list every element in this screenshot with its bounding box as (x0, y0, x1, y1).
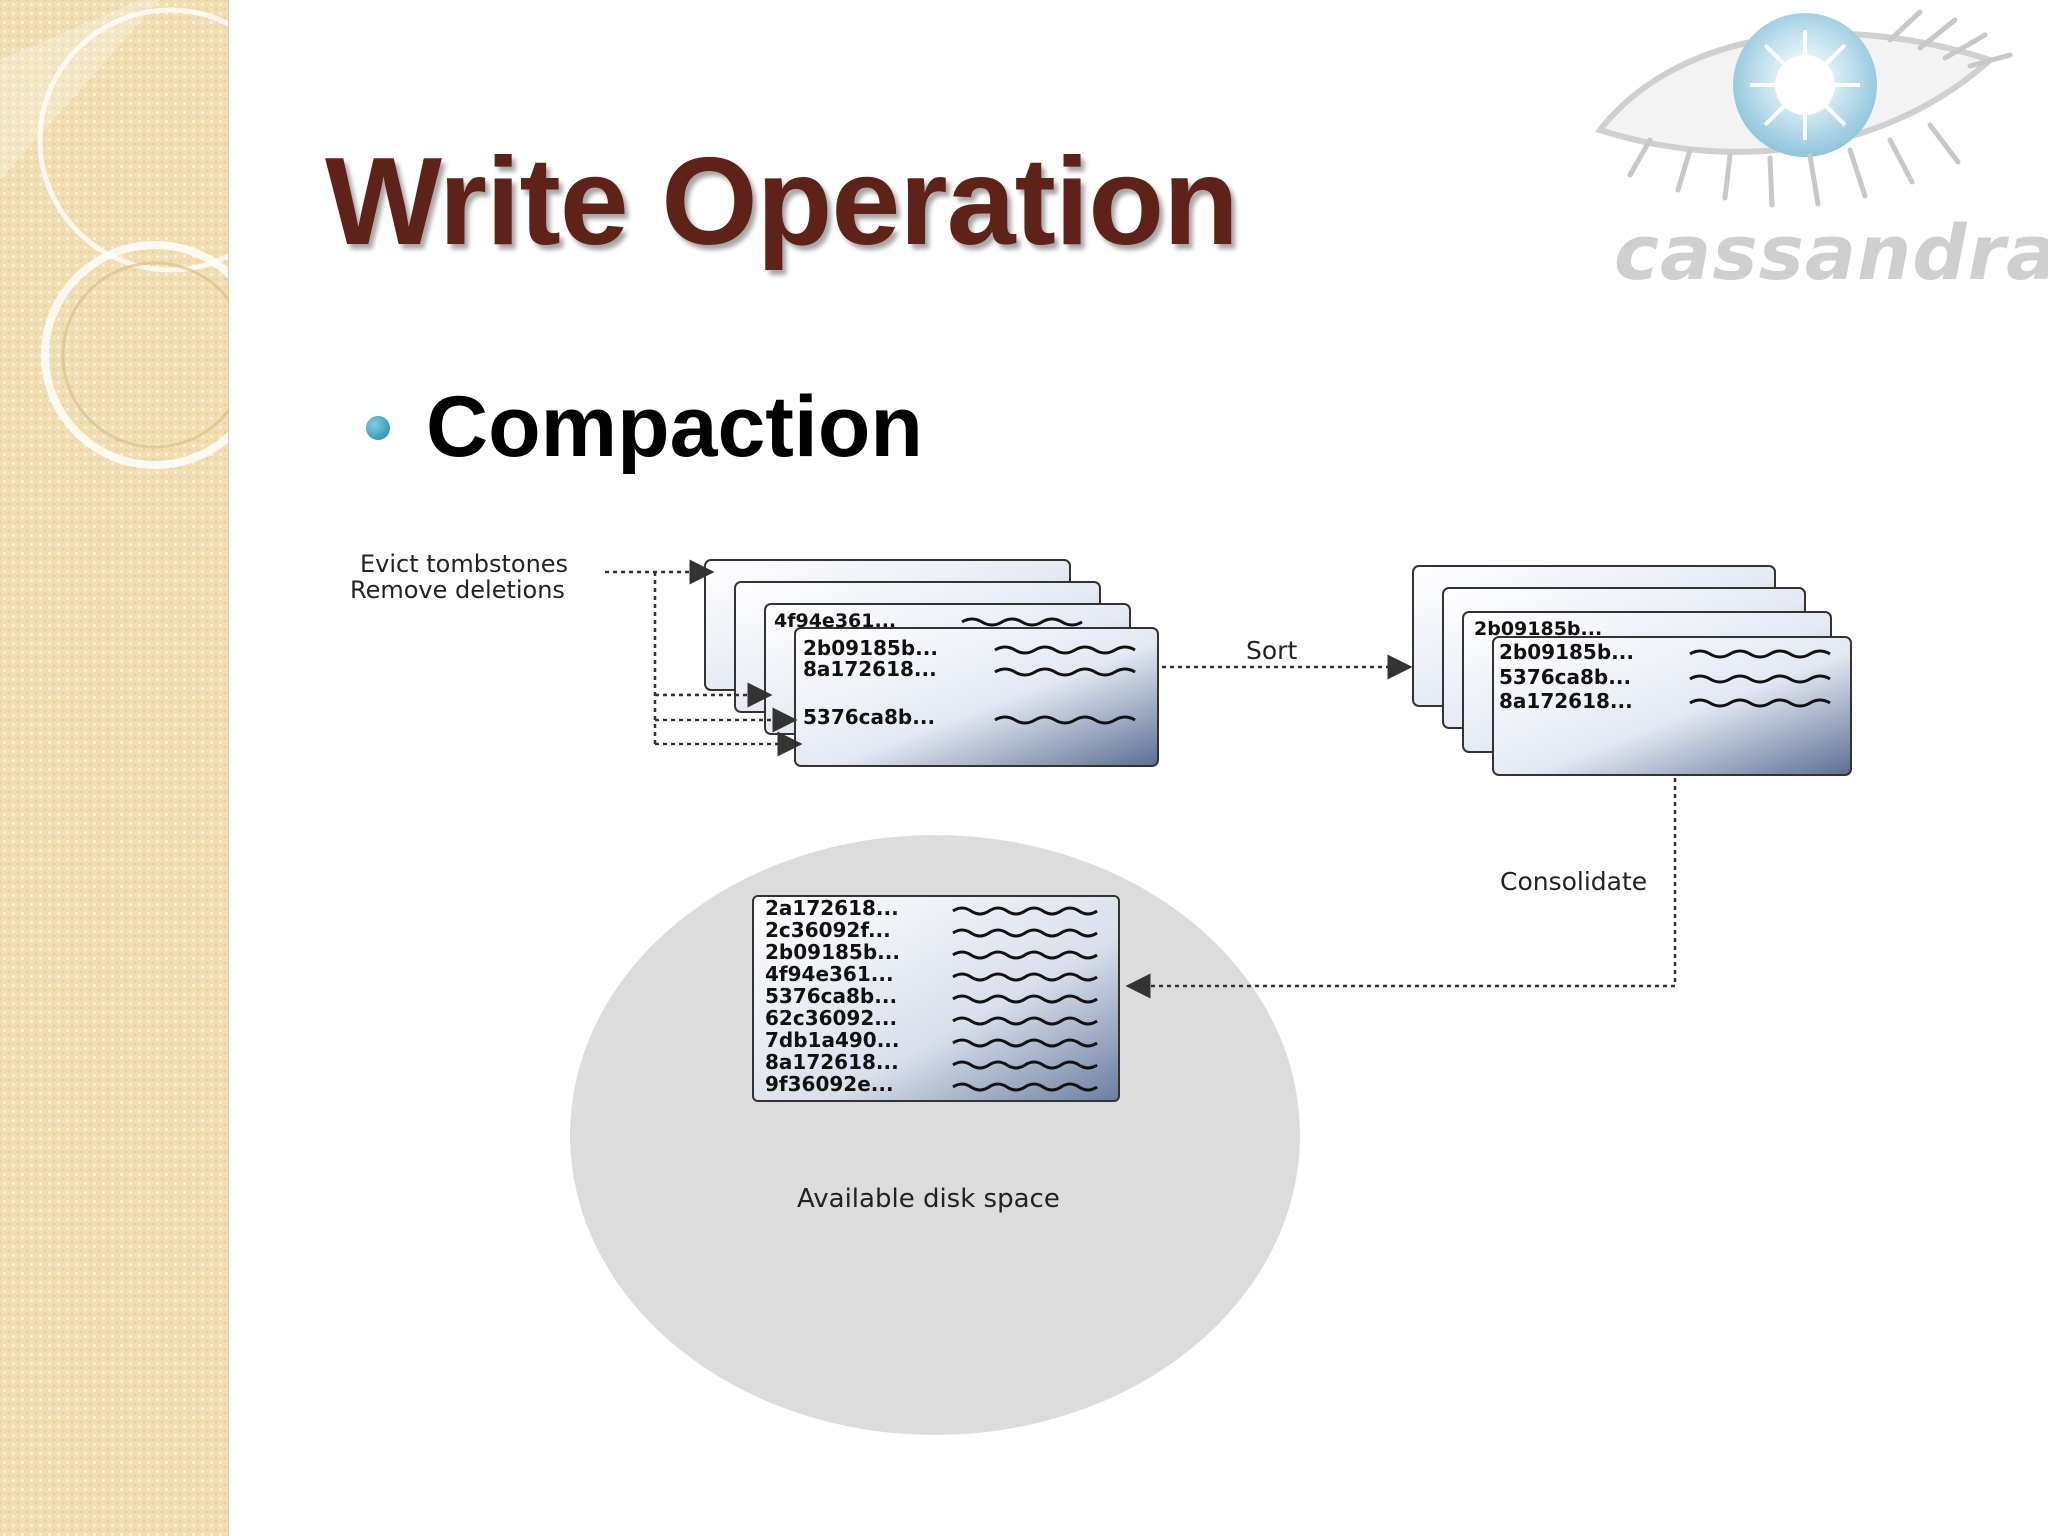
merged-key-3: 2b09185b... (765, 940, 900, 964)
left-front-key-2: 8a172618... (803, 657, 937, 681)
merged-sstable: 2a172618... 2c36092f... 2b09185b... 4f94… (752, 895, 1120, 1102)
merged-key-9: 9f36092e... (765, 1072, 894, 1096)
left-front-key-1: 2b09185b... (803, 636, 938, 660)
merged-key-1: 2a172618... (765, 896, 899, 920)
merged-key-4: 4f94e361... (765, 962, 894, 986)
right-front-key-2: 5376ca8b... (1499, 665, 1631, 689)
logo-wordmark: cassandra (1614, 208, 2048, 297)
right-front-key-3: 8a172618... (1499, 689, 1633, 713)
disk-space-label: Available disk space (797, 1184, 1060, 1214)
right-front-key-1: 2b09185b... (1499, 640, 1634, 664)
consolidate-label: Consolidate (1500, 867, 1647, 896)
cassandra-logo: cassandra (1590, 0, 2048, 300)
decorative-rings (0, 0, 228, 469)
merged-key-5: 5376ca8b... (765, 984, 897, 1008)
left-front-key-3: 5376ca8b... (803, 705, 935, 729)
merged-key-6: 62c36092... (765, 1006, 897, 1030)
merged-key-8: 8a172618... (765, 1050, 899, 1074)
left-third-key-1: 4f94e361... (774, 610, 896, 632)
bullet-dot-icon (366, 416, 390, 440)
evict-label-line2: Remove deletions (350, 576, 565, 604)
bullet-text: Compaction (426, 379, 923, 475)
left-sstable-stack: 4f94e361... 2b09185b... 8a172618... 5376… (704, 559, 1159, 767)
right-sstable-stack: 2b09185b... 2b09185b... 5376ca8b... 8a17… (1412, 565, 1852, 776)
evict-label-line1: Evict tombstones (360, 550, 568, 578)
decorative-side-strip (0, 0, 229, 1536)
evict-arrows (605, 559, 803, 757)
merged-key-7: 7db1a490... (765, 1028, 900, 1052)
slide-title: Write Operation (325, 133, 1239, 271)
merged-key-2: 2c36092f... (765, 918, 891, 942)
sort-label: Sort (1246, 636, 1297, 665)
right-third-key-1: 2b09185b... (1474, 618, 1602, 640)
consolidate-arrow (1125, 778, 1677, 999)
eye-icon (1594, 9, 2013, 208)
